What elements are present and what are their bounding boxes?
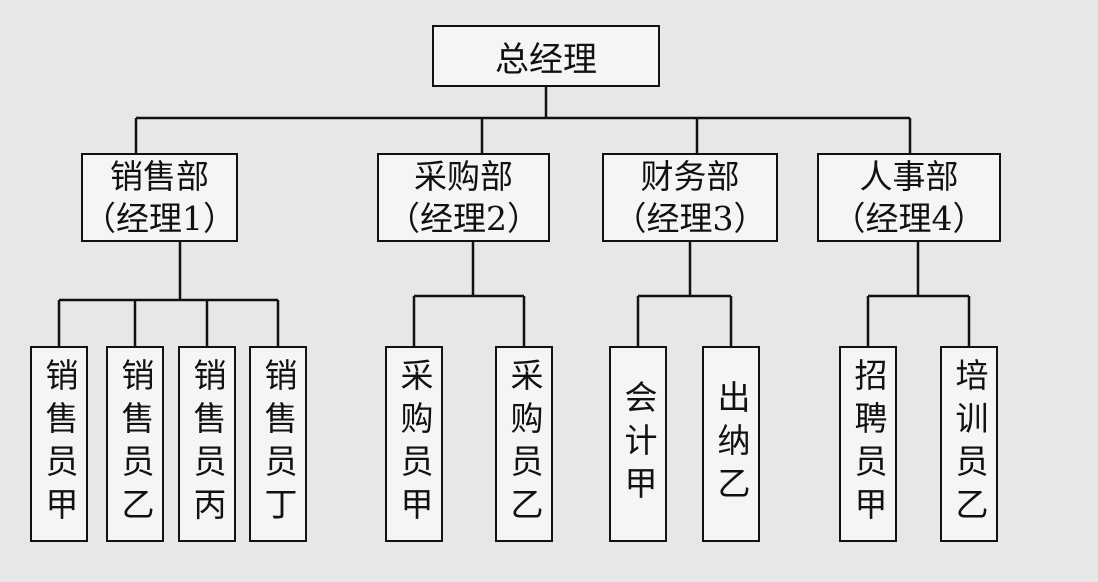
- dept-name: 财务部: [640, 157, 740, 197]
- node-hr-dept: 人事部 （经理4）: [817, 153, 1001, 242]
- node-hr-staff-2: 培训员乙: [940, 346, 998, 542]
- node-purchasing-staff-2: 采购员乙: [495, 346, 553, 542]
- dept-manager: （经理2）: [387, 198, 540, 238]
- node-purchasing-dept: 采购部 （经理2）: [377, 153, 550, 242]
- node-sales-staff-1: 销售员甲: [30, 346, 88, 542]
- node-sales-staff-2: 销售员乙: [106, 346, 164, 542]
- dept-manager: （经理1）: [83, 198, 236, 238]
- node-general-manager: 总经理: [432, 25, 660, 87]
- node-sales-staff-3: 销售员丙: [178, 346, 236, 542]
- staff-label: 招聘员甲: [849, 358, 888, 530]
- staff-label: 采购员乙: [505, 358, 544, 530]
- dept-name: 人事部: [859, 157, 959, 197]
- dept-name: 采购部: [414, 157, 513, 197]
- staff-label: 销售员甲: [40, 358, 79, 530]
- staff-label: 培训员乙: [950, 358, 989, 530]
- staff-label: 出纳乙: [712, 379, 751, 509]
- node-finance-dept: 财务部 （经理3）: [602, 153, 778, 242]
- node-hr-staff-1: 招聘员甲: [839, 346, 897, 542]
- staff-label: 会计甲: [619, 379, 658, 509]
- node-purchasing-staff-1: 采购员甲: [385, 346, 443, 542]
- staff-label: 销售员乙: [116, 358, 155, 530]
- staff-label: 销售员丁: [259, 358, 298, 530]
- dept-name: 销售部: [110, 157, 209, 197]
- dept-manager: （经理4）: [832, 198, 986, 238]
- node-sales-dept: 销售部 （经理1）: [81, 153, 238, 242]
- node-sales-staff-4: 销售员丁: [249, 346, 307, 542]
- staff-label: 销售员丙: [188, 358, 227, 530]
- node-general-manager-label: 总经理: [495, 39, 597, 80]
- staff-label: 采购员甲: [395, 358, 434, 530]
- node-finance-staff-1: 会计甲: [609, 346, 667, 542]
- node-finance-staff-2: 出纳乙: [702, 346, 760, 542]
- dept-manager: （经理3）: [613, 198, 767, 238]
